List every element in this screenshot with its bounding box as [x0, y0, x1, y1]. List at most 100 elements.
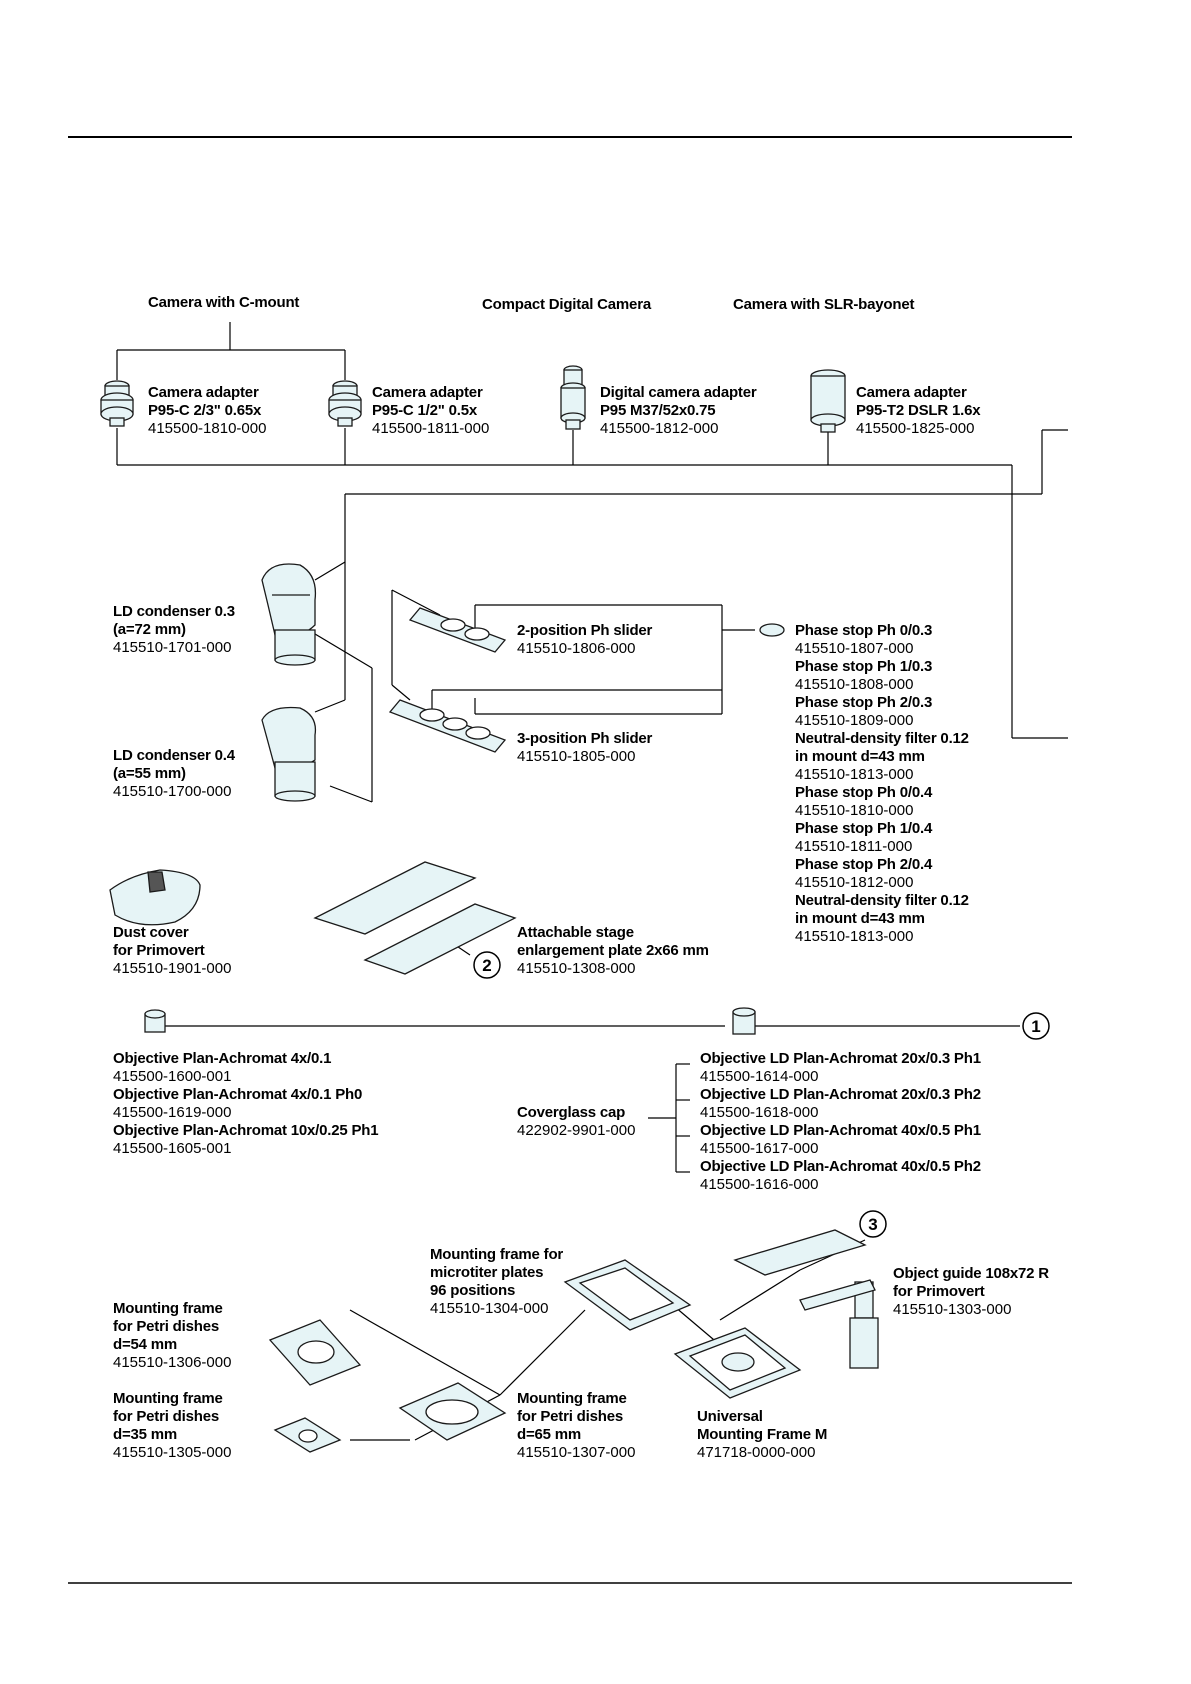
- dust-cover-name: Dust cover: [113, 924, 189, 941]
- frame-microtiter-icon: [563, 1259, 692, 1331]
- objective-right-icon: [732, 1007, 756, 1035]
- objective-name: Objective Plan-Achromat 10x/0.25 Ph1: [113, 1122, 379, 1139]
- camera-adapter-number: 415500-1812-000: [600, 420, 719, 437]
- nd-filter-name: Neutral-density filter 0.12: [795, 730, 969, 747]
- stage-plate-label: Attachable stage enlargement plate 2x66 …: [517, 924, 709, 978]
- camera-adapter-c12-icon: [328, 380, 362, 427]
- frame-petri54-icon: [268, 1319, 362, 1386]
- objective-number: 415500-1614-000: [700, 1068, 819, 1085]
- coverglass-label: Coverglass cap 422902-9901-000: [517, 1104, 635, 1140]
- camera-adapter-label: Camera adapter P95-T2 DSLR 1.6x 415500-1…: [856, 384, 981, 438]
- condenser-name: LD condenser 0.4: [113, 747, 235, 764]
- slider-name: 3-position Ph slider: [517, 730, 653, 747]
- phase-stop-number: 415510-1808-000: [795, 676, 914, 693]
- header-slr: Camera with SLR-bayonet: [733, 296, 915, 313]
- phase-stop-number: 415510-1812-000: [795, 874, 914, 891]
- condenser-number: 415510-1700-000: [113, 783, 232, 800]
- nd-filter-mount: in mount d=43 mm: [795, 910, 925, 927]
- objectives-left-list: Objective Plan-Achromat 4x/0.1 415500-16…: [113, 1050, 379, 1158]
- camera-adapter-dslr-icon: [810, 369, 846, 433]
- svg-text:1: 1: [1031, 1017, 1040, 1036]
- slider-label: 3-position Ph slider 415510-1805-000: [517, 730, 652, 766]
- marker-2: 2: [473, 951, 501, 979]
- condenser-number: 415510-1701-000: [113, 639, 232, 656]
- nd-filter-number: 415510-1813-000: [795, 928, 914, 945]
- condenser-spec: (a=72 mm): [113, 621, 186, 638]
- camera-adapter-model: P95-T2 DSLR 1.6x: [856, 402, 981, 419]
- objective-number: 415500-1617-000: [700, 1140, 819, 1157]
- phase-stop-number: 415510-1810-000: [795, 802, 914, 819]
- slider-number: 415510-1805-000: [517, 748, 636, 765]
- marker-1: 1: [1022, 1012, 1050, 1040]
- condenser-label: LD condenser 0.3 (a=72 mm) 415510-1701-0…: [113, 603, 235, 657]
- stage-enlargement-plate-icon: [313, 861, 517, 975]
- objective-number: 415500-1616-000: [700, 1176, 819, 1193]
- coverglass-name: Coverglass cap: [517, 1104, 626, 1121]
- header-compact-camera: Compact Digital Camera: [482, 296, 651, 313]
- camera-adapter-name: Camera adapter: [148, 384, 259, 401]
- phase-stop-icon: [759, 623, 785, 637]
- phase-stop-name: Phase stop Ph 2/0.3: [795, 694, 933, 711]
- header-c-mount: Camera with C-mount: [148, 294, 300, 311]
- stage-plate-number: 415510-1308-000: [517, 960, 636, 977]
- svg-text:3: 3: [868, 1215, 877, 1234]
- camera-adapter-label: Digital camera adapter P95 M37/52x0.75 4…: [600, 384, 757, 438]
- camera-adapter-model: P95-C 1/2" 0.5x: [372, 402, 478, 419]
- ld-condenser-04-icon: [261, 706, 317, 802]
- frame-petri54-label: Mounting frame for Petri dishes d=54 mm …: [113, 1300, 232, 1371]
- nd-filter-number: 415510-1813-000: [795, 766, 914, 783]
- svg-text:2: 2: [482, 956, 491, 975]
- phase-stop-name: Phase stop Ph 1/0.3: [795, 658, 933, 675]
- dust-cover-spec: for Primovert: [113, 942, 205, 959]
- camera-adapter-name: Camera adapter: [372, 384, 483, 401]
- slider-2pos-icon: [408, 607, 507, 653]
- frame-universal-label: Universal Mounting Frame M 471718-0000-0…: [697, 1408, 828, 1461]
- phase-stop-number: 415510-1809-000: [795, 712, 914, 729]
- objective-number: 415500-1619-000: [113, 1104, 232, 1121]
- dust-cover-label: Dust cover for Primovert 415510-1901-000: [113, 924, 231, 978]
- camera-adapter-number: 415500-1825-000: [856, 420, 975, 437]
- objective-number: 415500-1618-000: [700, 1104, 819, 1121]
- frame-microtiter-label: Mounting frame for microtiter plates 96 …: [430, 1246, 564, 1317]
- condenser-label: LD condenser 0.4 (a=55 mm) 415510-1700-0…: [113, 747, 235, 801]
- camera-adapter-name: Camera adapter: [856, 384, 967, 401]
- dust-cover-number: 415510-1901-000: [113, 960, 232, 977]
- frame-petri65-label: Mounting frame for Petri dishes d=65 mm …: [517, 1390, 636, 1461]
- objective-name: Objective LD Plan-Achromat 20x/0.3 Ph1: [700, 1050, 981, 1067]
- frame-petri35-label: Mounting frame for Petri dishes d=35 mm …: [113, 1390, 232, 1461]
- part-illustrations: [100, 365, 879, 1453]
- object-guide-label: Object guide 108x72 R for Primovert 4155…: [893, 1265, 1049, 1318]
- nd-filter-mount: in mount d=43 mm: [795, 748, 925, 765]
- object-guide-icon: [733, 1229, 879, 1369]
- slider-name: 2-position Ph slider: [517, 622, 653, 639]
- condenser-spec: (a=55 mm): [113, 765, 186, 782]
- objective-name: Objective LD Plan-Achromat 20x/0.3 Ph2: [700, 1086, 981, 1103]
- slider-3pos-icon: [388, 699, 507, 753]
- camera-adapter-model: P95 M37/52x0.75: [600, 402, 716, 419]
- camera-adapter-number: 415500-1811-000: [372, 420, 490, 437]
- objective-name: Objective LD Plan-Achromat 40x/0.5 Ph1: [700, 1122, 981, 1139]
- phase-stop-name: Phase stop Ph 0/0.4: [795, 784, 933, 801]
- objectives-right-list: Objective LD Plan-Achromat 20x/0.3 Ph1 4…: [700, 1050, 981, 1194]
- nd-filter-name: Neutral-density filter 0.12: [795, 892, 969, 909]
- phase-stop-list: Phase stop Ph 0/0.3 415510-1807-000 Phas…: [795, 622, 969, 946]
- objective-number: 415500-1605-001: [113, 1140, 232, 1157]
- ld-condenser-03-icon: [261, 563, 317, 666]
- objective-name: Objective Plan-Achromat 4x/0.1: [113, 1050, 332, 1067]
- phase-stop-name: Phase stop Ph 1/0.4: [795, 820, 933, 837]
- frame-petri65-icon: [398, 1382, 507, 1441]
- slider-number: 415510-1806-000: [517, 640, 636, 657]
- camera-adapter-name: Digital camera adapter: [600, 384, 757, 401]
- objective-left-icon: [144, 1009, 166, 1033]
- slider-label: 2-position Ph slider 415510-1806-000: [517, 622, 652, 658]
- camera-adapter-number: 415500-1810-000: [148, 420, 267, 437]
- digital-camera-adapter-icon: [560, 365, 586, 430]
- phase-stop-name: Phase stop Ph 0/0.3: [795, 622, 933, 639]
- objective-name: Objective LD Plan-Achromat 40x/0.5 Ph2: [700, 1158, 981, 1175]
- objective-number: 415500-1600-001: [113, 1068, 232, 1085]
- phase-stop-number: 415510-1811-000: [795, 838, 913, 855]
- phase-stop-name: Phase stop Ph 2/0.4: [795, 856, 933, 873]
- camera-adapter-model: P95-C 2/3" 0.65x: [148, 402, 262, 419]
- frame-petri35-icon: [273, 1417, 342, 1453]
